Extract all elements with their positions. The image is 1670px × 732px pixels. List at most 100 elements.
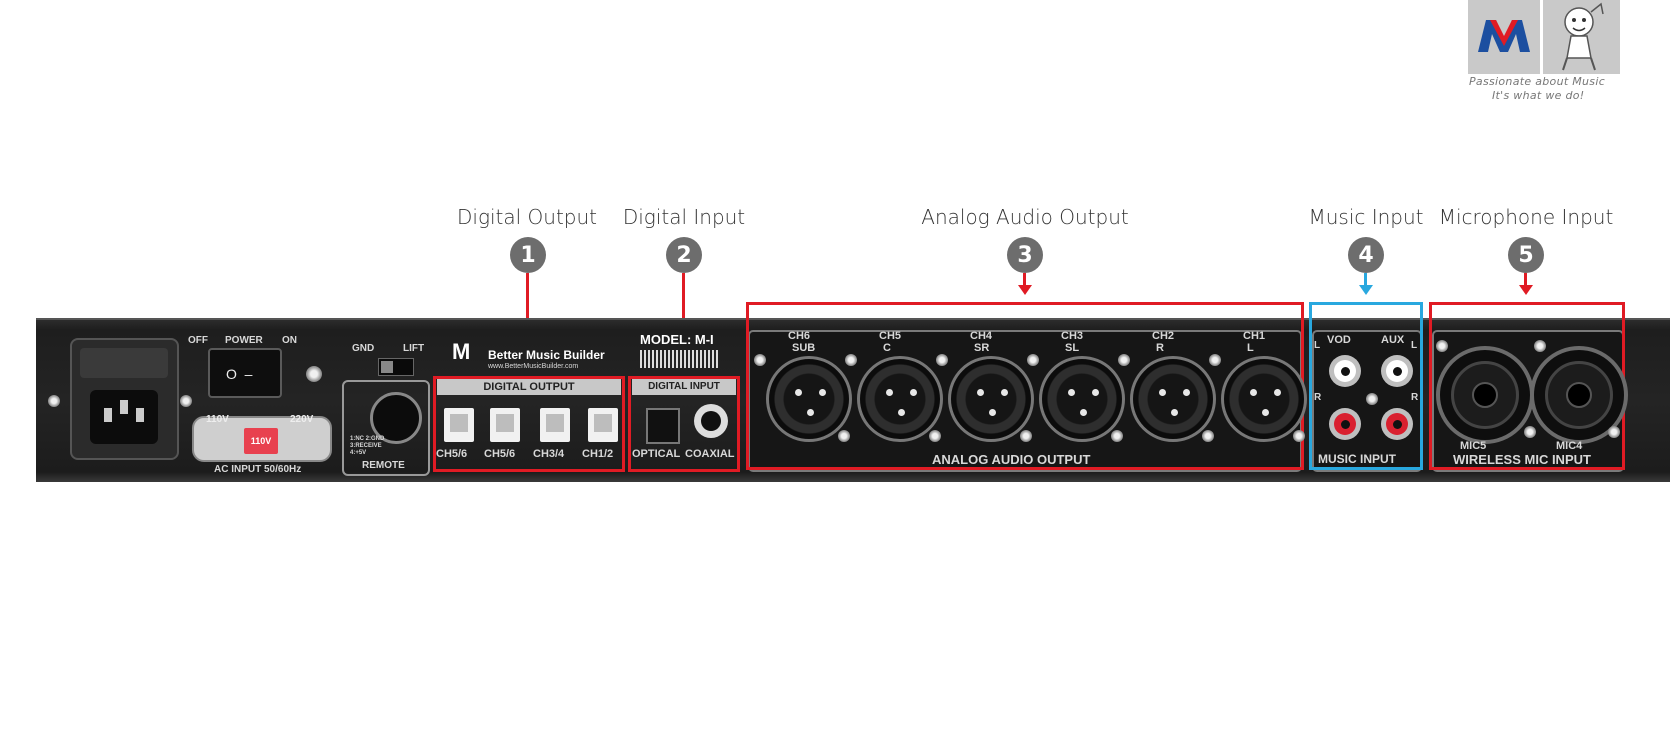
screw-icon bbox=[1118, 354, 1130, 366]
xlr-channel-sublabel: C bbox=[883, 342, 891, 354]
xlr-output-jack[interactable] bbox=[948, 356, 1034, 442]
xlr-pin bbox=[1262, 409, 1269, 416]
digital-output-port-label: CH5/6 bbox=[436, 448, 468, 460]
iec-power-inlet bbox=[70, 338, 179, 460]
vod-left-rca-jack[interactable] bbox=[1329, 355, 1361, 387]
callout-badge-2: 2 bbox=[666, 237, 702, 273]
right-channel-label: R bbox=[1314, 392, 1322, 403]
mic4-combo-jack[interactable] bbox=[1530, 346, 1628, 444]
digital-output-port[interactable] bbox=[490, 408, 520, 442]
panel-logo-icon: M bbox=[452, 339, 471, 364]
analog-output-label: ANALOG AUDIO OUTPUT bbox=[932, 452, 1091, 467]
screw-icon bbox=[1202, 430, 1214, 442]
coaxial-label: COAXIAL bbox=[685, 448, 735, 460]
barcode bbox=[640, 350, 718, 368]
digital-output-port[interactable] bbox=[588, 408, 618, 442]
remote-din-port[interactable] bbox=[370, 392, 422, 444]
screw-icon bbox=[929, 430, 941, 442]
callout-badge-3: 3 bbox=[1007, 237, 1043, 273]
coaxial-port[interactable] bbox=[694, 404, 728, 438]
mic5-label: MIC5 bbox=[1460, 440, 1487, 452]
callout-title-digital-output: Digital Output bbox=[457, 205, 597, 229]
xlr-pin bbox=[795, 389, 802, 396]
screw-icon bbox=[1293, 430, 1305, 442]
ground-lift-switch[interactable] bbox=[378, 358, 414, 376]
logo-tagline-1: Passionate about Music bbox=[1469, 75, 1606, 88]
digital-output-port-label: CH1/2 bbox=[582, 448, 614, 460]
ground-terminal-icon bbox=[306, 366, 322, 382]
screw-icon bbox=[754, 354, 766, 366]
left-channel-label: L bbox=[1411, 340, 1418, 351]
xlr-output-jack[interactable] bbox=[1221, 356, 1307, 442]
logo-tagline-2: It's what we do! bbox=[1492, 89, 1585, 102]
xlr-pin bbox=[1183, 389, 1190, 396]
voltage-switch[interactable]: 110V bbox=[244, 428, 278, 454]
xlr-pin bbox=[1001, 389, 1008, 396]
xlr-pin bbox=[898, 409, 905, 416]
screw-icon bbox=[1534, 340, 1546, 352]
digital-output-port[interactable] bbox=[540, 408, 570, 442]
xlr-output-jack[interactable] bbox=[1130, 356, 1216, 442]
voltage-high-label: 220V bbox=[290, 414, 314, 425]
digital-output-label: DIGITAL OUTPUT bbox=[437, 379, 621, 395]
optical-port[interactable] bbox=[646, 408, 680, 444]
xlr-pin bbox=[819, 389, 826, 396]
remote-label: REMOTE bbox=[362, 460, 405, 471]
xlr-channel-label: CH4 bbox=[970, 330, 993, 342]
arrow-4-line bbox=[1364, 273, 1367, 286]
mascot-icon bbox=[1562, 2, 1604, 71]
callout-badge-4: 4 bbox=[1348, 237, 1384, 273]
xlr-channel-label: CH5 bbox=[879, 330, 902, 342]
xlr-channel-label: CH2 bbox=[1152, 330, 1175, 342]
xlr-channel-sublabel: SUB bbox=[792, 342, 816, 354]
mic5-combo-jack[interactable] bbox=[1436, 346, 1534, 444]
arrow-4-head bbox=[1359, 285, 1373, 295]
voltage-selector-plate bbox=[192, 416, 332, 462]
power-switch[interactable]: O – bbox=[208, 348, 282, 398]
voltage-low-label: 110V bbox=[206, 414, 229, 425]
screw-icon bbox=[1436, 340, 1448, 352]
gnd-label: GND bbox=[352, 343, 375, 354]
mascot-logo bbox=[1543, 0, 1620, 74]
xlr-output-jack[interactable] bbox=[766, 356, 852, 442]
callout-title-music-input: Music Input bbox=[1308, 205, 1424, 229]
xlr-channel-label: CH1 bbox=[1243, 330, 1266, 342]
callout-badge-1: 1 bbox=[510, 237, 546, 273]
xlr-channel-sublabel: L bbox=[1247, 342, 1254, 354]
screw-icon bbox=[1209, 354, 1221, 366]
screw-icon bbox=[1608, 426, 1620, 438]
panel-brand-url: www.BetterMusicBuilder.com bbox=[488, 363, 579, 370]
arrow-5-head bbox=[1519, 285, 1533, 295]
xlr-channel-label: CH6 bbox=[788, 330, 811, 342]
xlr-channel-label: CH3 bbox=[1061, 330, 1084, 342]
xlr-pin bbox=[1171, 409, 1178, 416]
screw-icon bbox=[1111, 430, 1123, 442]
xlr-output-jack[interactable] bbox=[1039, 356, 1125, 442]
xlr-pin bbox=[886, 389, 893, 396]
lift-label: LIFT bbox=[403, 343, 425, 354]
arrow-5-line bbox=[1524, 273, 1527, 286]
vod-right-rca-jack[interactable] bbox=[1329, 408, 1361, 440]
aux-right-rca-jack[interactable] bbox=[1381, 408, 1413, 440]
left-channel-label: L bbox=[1314, 340, 1321, 351]
digital-output-port-label: CH5/6 bbox=[484, 448, 516, 460]
mic4-label: MIC4 bbox=[1556, 440, 1583, 452]
digital-output-highlight bbox=[433, 376, 625, 472]
fuse-holder bbox=[80, 348, 168, 378]
remote-block bbox=[342, 380, 430, 476]
music-input-label: MUSIC INPUT bbox=[1318, 452, 1396, 466]
xlr-pin bbox=[1068, 389, 1075, 396]
aux-left-rca-jack[interactable] bbox=[1381, 355, 1413, 387]
xlr-pin bbox=[910, 389, 917, 396]
xlr-pin bbox=[1159, 389, 1166, 396]
ac-input-label: AC INPUT 50/60Hz bbox=[214, 464, 302, 475]
xlr-pin bbox=[807, 409, 814, 416]
xlr-output-jack[interactable] bbox=[857, 356, 943, 442]
arrow-3-line bbox=[1023, 273, 1026, 286]
digital-output-port[interactable] bbox=[444, 408, 474, 442]
arrow-3-head bbox=[1018, 285, 1032, 295]
screw-icon bbox=[1020, 430, 1032, 442]
screw-icon bbox=[180, 395, 192, 407]
xlr-pin bbox=[1250, 389, 1257, 396]
optical-label: OPTICAL bbox=[632, 448, 681, 460]
